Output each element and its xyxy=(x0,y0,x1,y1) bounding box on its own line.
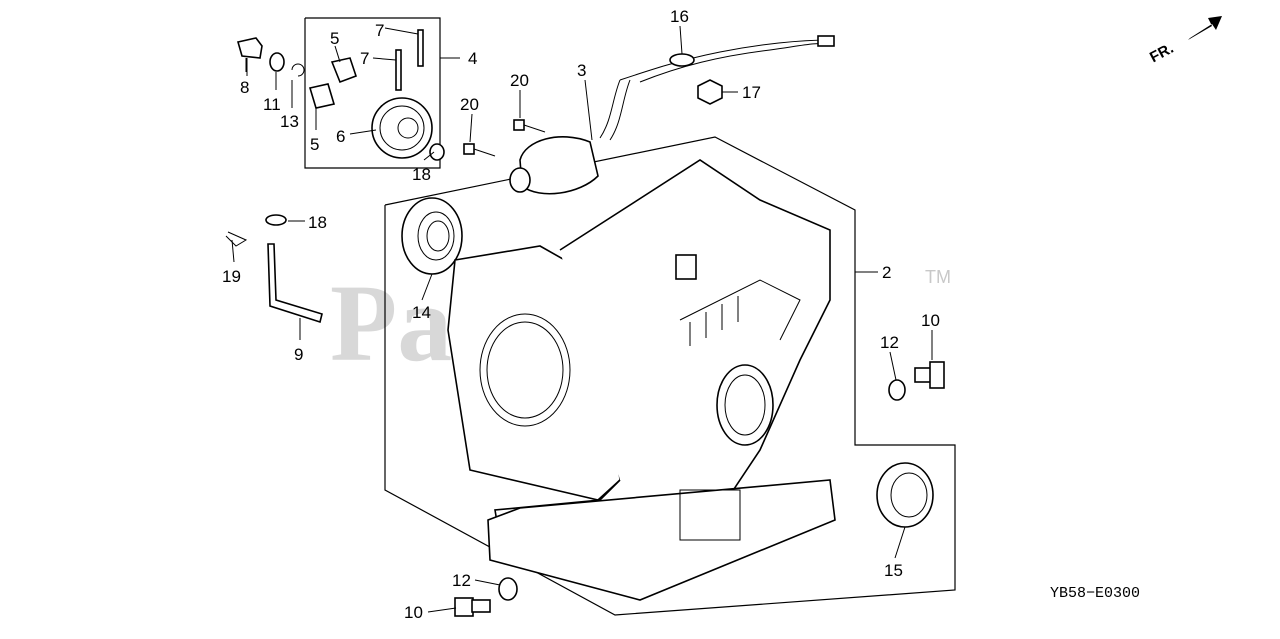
diagram-code: YB58−E0300 xyxy=(1050,585,1140,602)
front-label: FR. xyxy=(1147,40,1176,66)
callout-10-right: 10 xyxy=(921,311,940,330)
callout-5-upper: 5 xyxy=(330,29,339,48)
part-5-weight-upper xyxy=(330,57,358,84)
callout-7-upper: 7 xyxy=(375,21,384,40)
leader-lines xyxy=(231,25,933,613)
part-19-clip xyxy=(225,231,248,247)
callout-19: 19 xyxy=(222,267,241,286)
part-8-plug xyxy=(236,37,263,72)
callout-12-bottom: 12 xyxy=(452,571,471,590)
callout-11: 11 xyxy=(263,95,281,114)
callout-12-right: 12 xyxy=(880,333,899,352)
part-3-oil-switch xyxy=(509,79,631,195)
crankcase-body xyxy=(447,159,836,601)
callout-15: 15 xyxy=(884,561,903,580)
callout-5-lower: 5 xyxy=(310,135,319,154)
callout-3: 3 xyxy=(577,61,586,80)
part-7-pin-b xyxy=(417,29,424,67)
arrow-icon xyxy=(1188,16,1222,40)
part-7-pin-a xyxy=(395,49,402,91)
part-9-rod xyxy=(267,243,323,324)
callout-20-upper: 20 xyxy=(510,71,529,90)
callout-4: 4 xyxy=(468,49,477,68)
part-20-bolt-b xyxy=(463,143,496,157)
callout-18-upper: 18 xyxy=(412,165,431,184)
callout-10-bottom: 10 xyxy=(404,603,423,622)
part-6-governor-gear xyxy=(371,97,433,159)
callout-6: 6 xyxy=(336,127,345,146)
callout-7-lower: 7 xyxy=(360,49,369,68)
callout-8: 8 xyxy=(240,78,249,97)
trademark: TM xyxy=(925,267,951,287)
crankcase-assembly-box xyxy=(384,136,956,616)
part-5-weight-lower xyxy=(308,83,336,109)
callout-13: 13 xyxy=(280,112,299,131)
callout-9: 9 xyxy=(294,345,303,364)
part-18-washer-upper xyxy=(429,143,445,161)
part-12-washer-bottom xyxy=(498,577,518,601)
part-17-nut xyxy=(697,79,723,105)
part-15-oil-seal xyxy=(876,462,934,528)
callout-14: 14 xyxy=(412,303,431,322)
part-10-bolt-right xyxy=(914,361,945,389)
part-16-wire xyxy=(619,35,835,83)
callout-2: 2 xyxy=(882,263,891,282)
part-20-bolt-a xyxy=(513,119,546,133)
part-18-washer-lower xyxy=(265,214,287,226)
callout-17: 17 xyxy=(742,83,761,102)
callout-20-lower: 20 xyxy=(460,95,479,114)
callout-16: 16 xyxy=(670,7,689,26)
front-direction-arrow: FR. xyxy=(1147,16,1222,66)
part-11-washer xyxy=(269,52,285,72)
governor-assembly-box xyxy=(304,17,441,169)
part-12-washer-right xyxy=(888,379,906,401)
callout-18-lower: 18 xyxy=(308,213,327,232)
part-13-clip xyxy=(291,63,305,77)
part-14-bearing xyxy=(401,197,463,275)
part-10-bolt-bottom xyxy=(454,597,491,617)
